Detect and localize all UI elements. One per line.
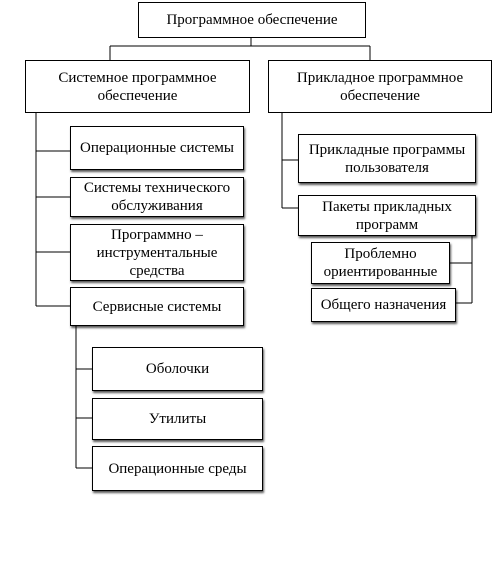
node-root: Программное обеспечение <box>138 2 366 38</box>
node-utilities: Утилиты <box>92 398 263 440</box>
node-operating-environments: Операционные среды <box>92 446 263 491</box>
node-applied-software: Прикладное программное обеспечение <box>268 60 492 113</box>
node-operating-systems: Операционные системы <box>70 126 244 170</box>
node-application-packages: Пакеты прикладных программ <box>298 195 476 236</box>
node-service-systems: Сервисные системы <box>70 287 244 326</box>
node-general-purpose: Общего назначения <box>311 288 456 322</box>
node-user-applications: Прикладные программы пользователя <box>298 134 476 183</box>
node-shells: Оболочки <box>92 347 263 391</box>
node-maintenance-systems: Системы технического обслуживания <box>70 177 244 217</box>
node-system-software: Системное программное обеспечение <box>25 60 250 113</box>
node-problem-oriented: Проблемно ориентированные <box>311 242 450 284</box>
node-programming-tools: Программно – инструментальные средства <box>70 224 244 281</box>
